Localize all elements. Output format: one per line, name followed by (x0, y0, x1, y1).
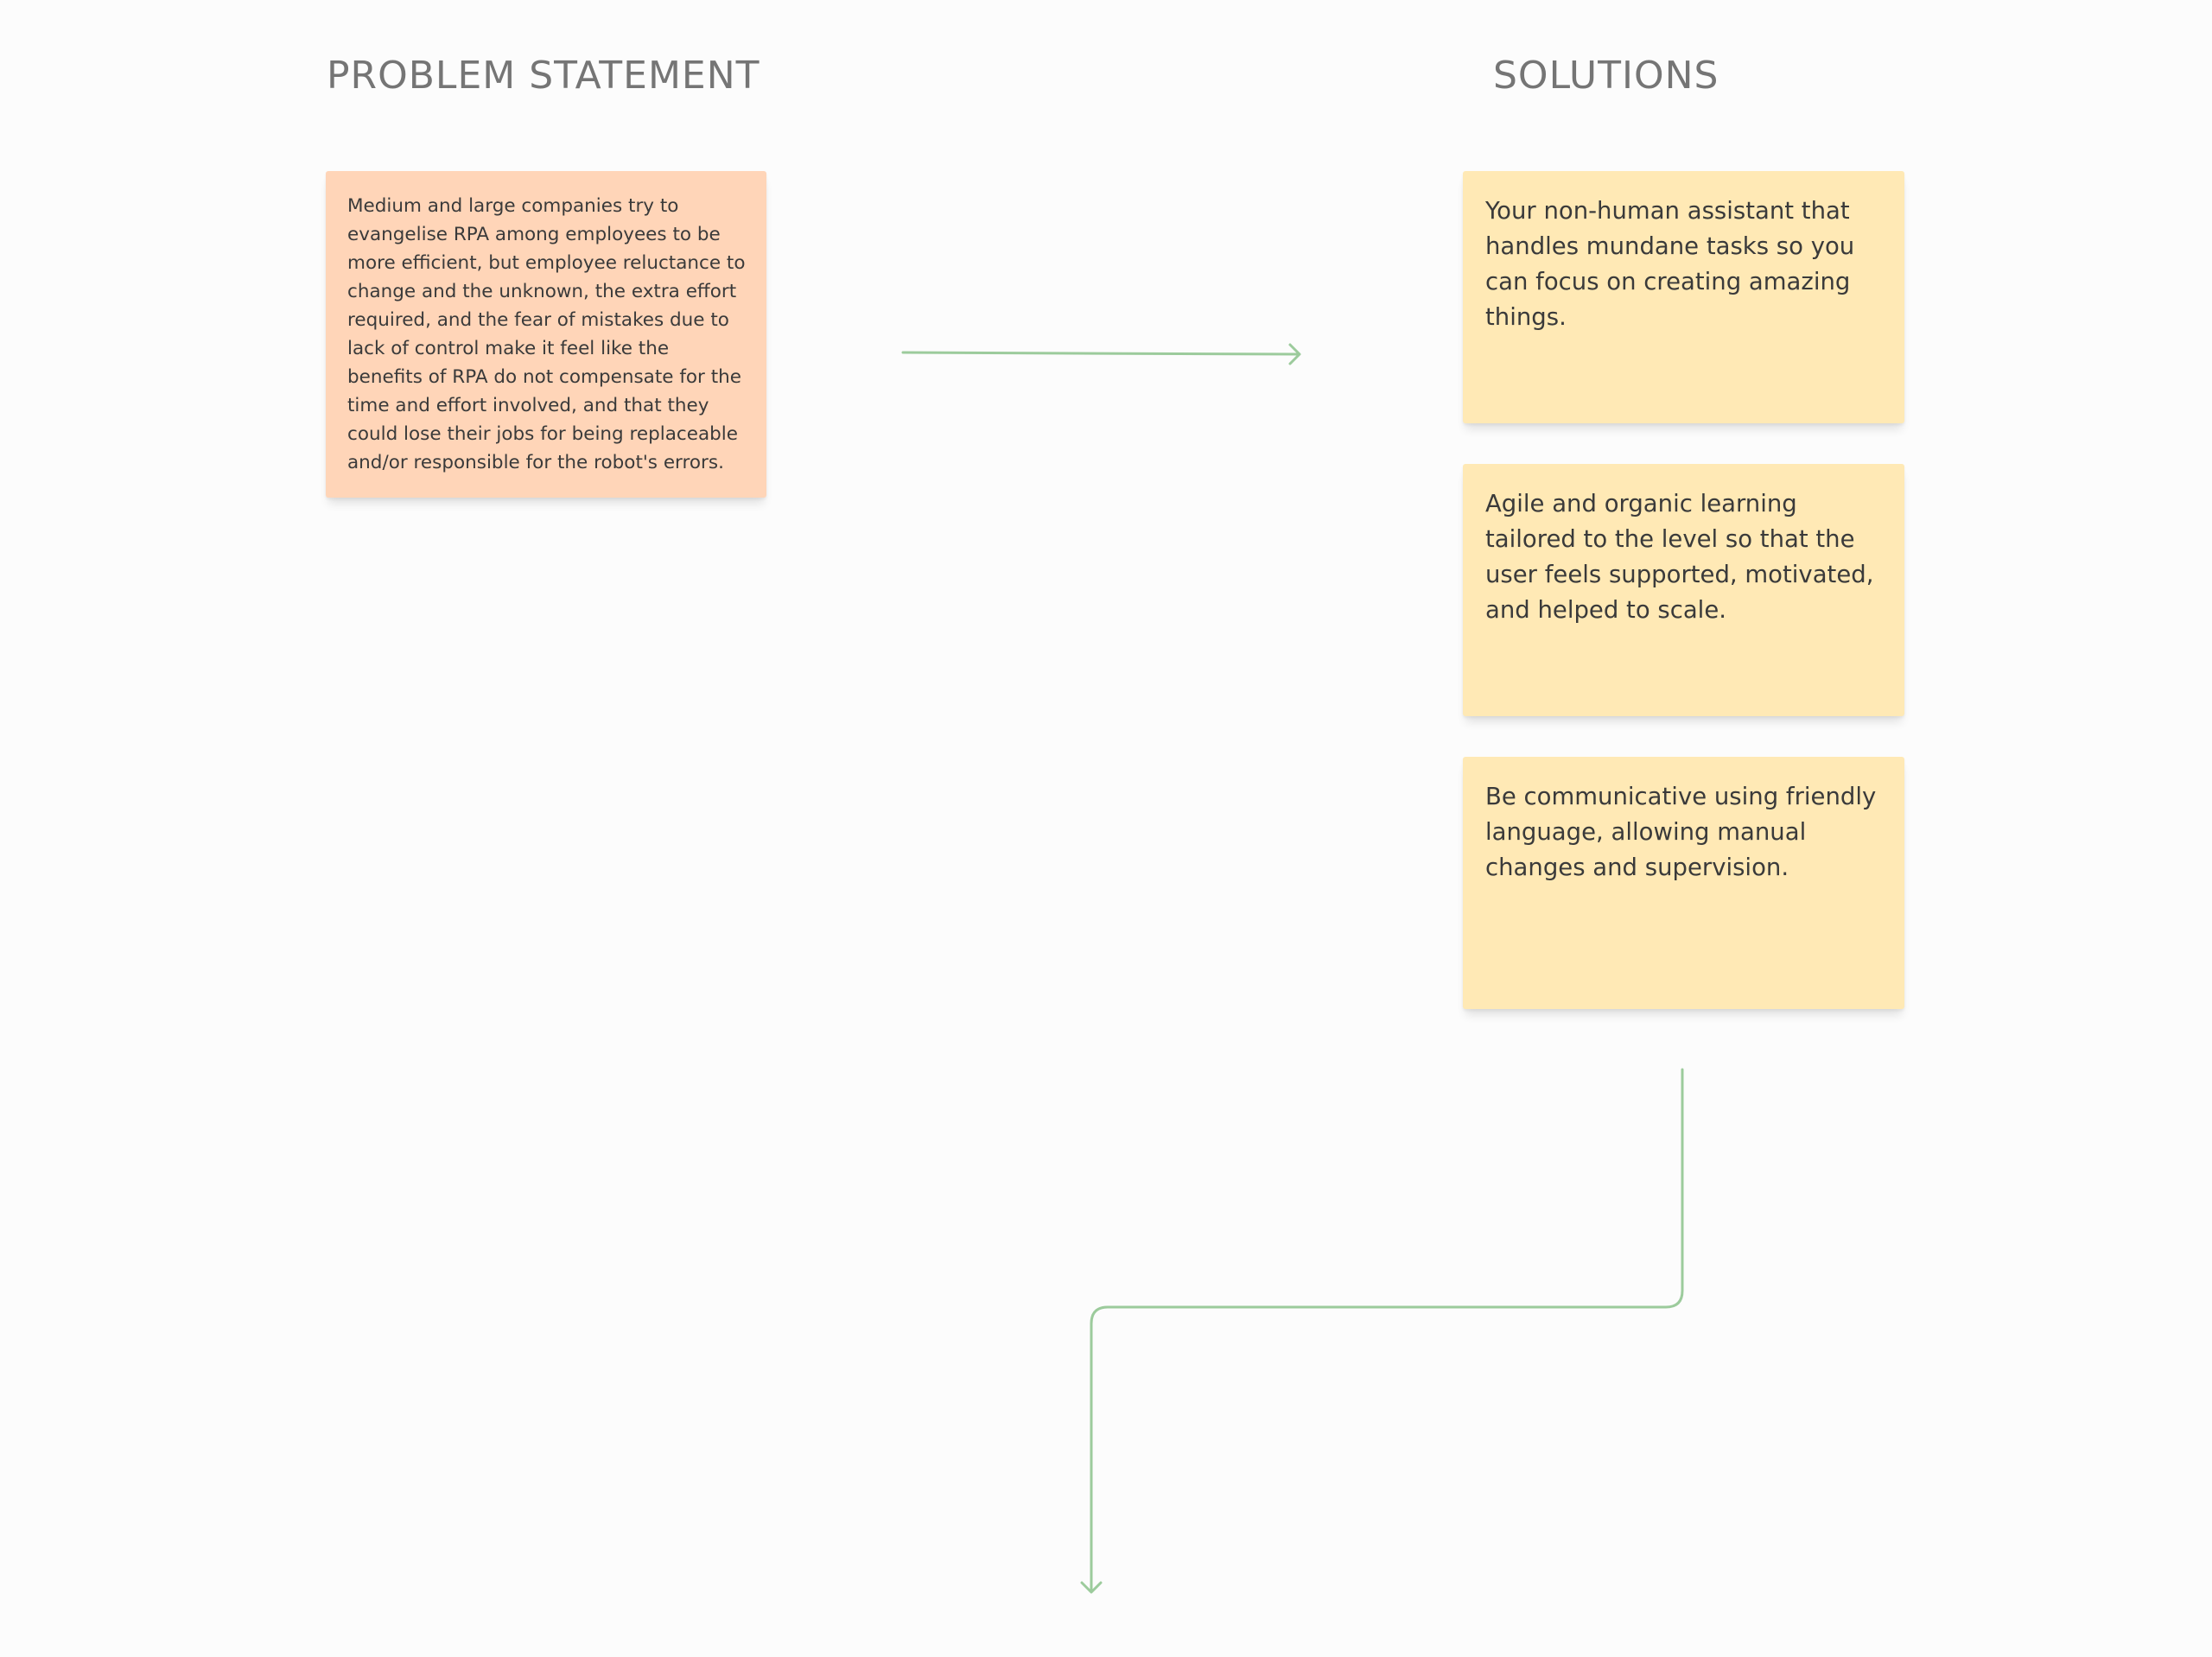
solution-sticky-note-1[interactable]: Your non-human assistant that handles mu… (1463, 171, 1904, 423)
problem-to-solutions-connector[interactable] (901, 351, 1300, 356)
solution-sticky-note-2[interactable]: Agile and organic learning tailored to t… (1463, 464, 1904, 716)
solutions-heading: SOLUTIONS (1493, 54, 1719, 98)
problem-statement-sticky-note[interactable]: Medium and large companies try to evange… (326, 171, 766, 498)
problem-to-solutions-arrowhead (1288, 343, 1301, 365)
problem-statement-heading: PROBLEM STATEMENT (327, 54, 760, 98)
solutions-to-next-arrowhead (1080, 1581, 1103, 1594)
solutions-to-next-connector[interactable] (1090, 1068, 1684, 1593)
solution-sticky-note-3[interactable]: Be communicative using friendly language… (1463, 757, 1904, 1009)
